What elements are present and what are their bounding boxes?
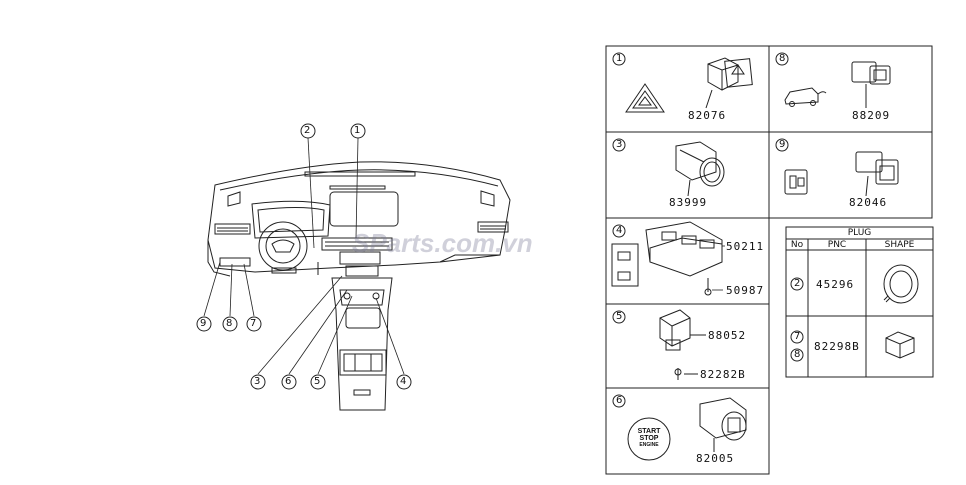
callout-6: 6 <box>285 376 292 387</box>
hazard-switch-drawing <box>625 57 753 113</box>
button-text-line: START <box>637 428 661 435</box>
part-number[interactable]: 50211 <box>726 240 765 253</box>
box-number: 5 <box>616 311 623 322</box>
part-number[interactable]: 88209 <box>852 109 891 122</box>
plug-table <box>785 226 934 378</box>
callout-4: 4 <box>400 376 407 387</box>
callout-8: 8 <box>226 318 233 329</box>
part-number[interactable]: 82046 <box>849 196 888 209</box>
dashboard-callouts <box>203 137 405 375</box>
part-number[interactable]: 82005 <box>696 452 735 465</box>
watermark: SParts.com.vn <box>352 228 533 258</box>
box-number: 8 <box>779 53 786 64</box>
console-switch-panel-drawing <box>611 221 723 296</box>
part-number[interactable]: 82282B <box>700 368 746 381</box>
callout-7: 7 <box>250 318 257 329</box>
button-text-line: STOP <box>639 435 659 442</box>
plug-row-pnc[interactable]: 82298B <box>814 340 860 353</box>
box-number-circles <box>612 52 789 408</box>
start-stop-button-label: START STOP ENGINE <box>632 428 666 449</box>
dashboard-drawing <box>207 161 511 411</box>
part-number[interactable]: 82076 <box>688 109 727 122</box>
plug-row-no: 8 <box>794 349 801 360</box>
callout-9: 9 <box>200 318 207 329</box>
box-number: 9 <box>779 139 786 150</box>
plug-row-no: 7 <box>794 331 801 342</box>
switch-88052-drawing <box>659 309 706 380</box>
box-number: 4 <box>616 225 623 236</box>
heated-seat-switch-drawing <box>784 151 899 197</box>
callout-2: 2 <box>304 125 311 136</box>
box-number: 1 <box>616 53 623 64</box>
camera-switch-drawing <box>784 61 891 108</box>
callout-5: 5 <box>314 376 321 387</box>
plug-table-title: PLUG <box>847 228 872 238</box>
part-number[interactable]: 88052 <box>708 329 747 342</box>
dashboard-callout-circles <box>196 123 412 390</box>
part-number[interactable]: 83999 <box>669 196 708 209</box>
parts-boxes <box>605 45 933 475</box>
box-number: 3 <box>616 139 623 150</box>
part-number[interactable]: 50987 <box>726 284 765 297</box>
box-number: 6 <box>616 395 623 406</box>
start-stop-switch-drawing <box>627 397 747 461</box>
plug-header-no: No <box>790 240 804 250</box>
plug-row-pnc[interactable]: 45296 <box>816 278 855 291</box>
plug-row-no: 2 <box>794 278 801 289</box>
callout-1: 1 <box>354 125 361 136</box>
plug-ring-drawing <box>675 141 725 197</box>
plug-header-pnc: PNC <box>827 240 847 250</box>
callout-3: 3 <box>254 376 261 387</box>
plug-header-shape: SHAPE <box>884 240 915 250</box>
box4-leaders <box>712 245 725 291</box>
button-text-line: ENGINE <box>639 442 659 448</box>
